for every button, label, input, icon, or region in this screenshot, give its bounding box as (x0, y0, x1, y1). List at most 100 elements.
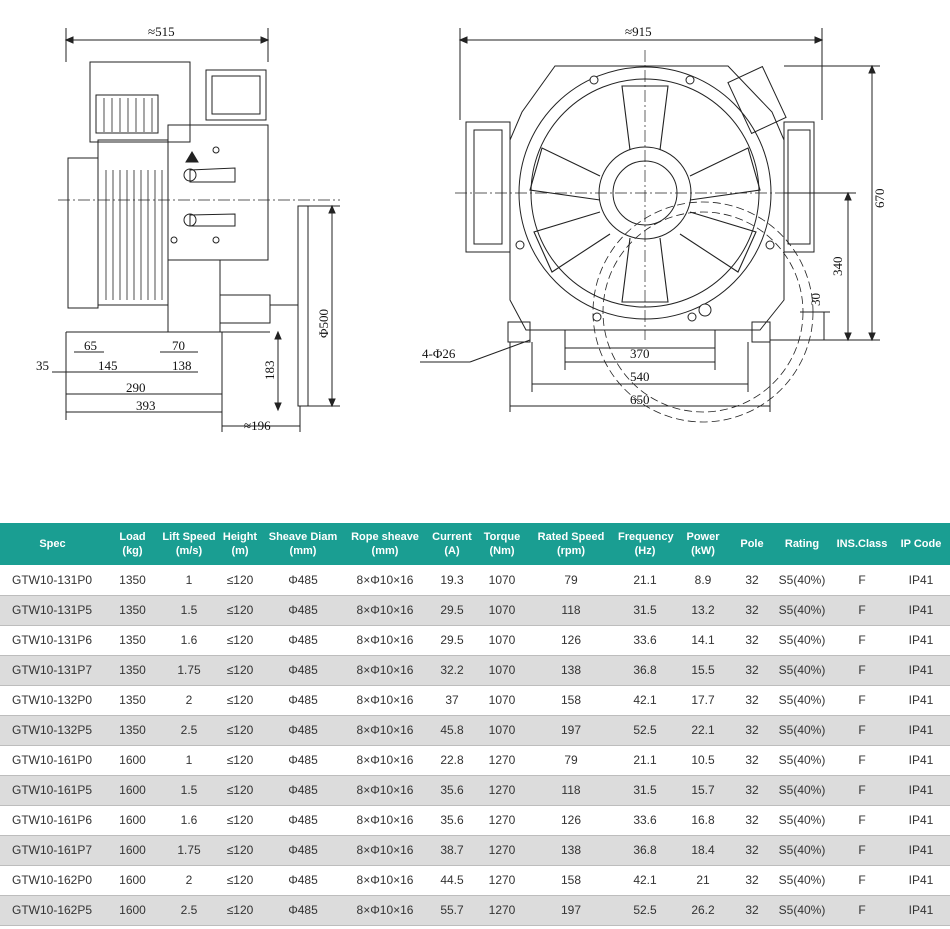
column-header-label: Power (686, 531, 720, 543)
table-cell: 8×Φ10×16 (356, 723, 414, 737)
table-cell: 8×Φ10×16 (356, 633, 414, 647)
table-cell: 1270 (488, 903, 516, 917)
dim-35: 35 (36, 358, 49, 373)
table-cell: GTW10-161P0 (12, 753, 93, 767)
column-header: Rated Speed(rpm) (526, 523, 616, 565)
table-cell: 1070 (488, 603, 516, 617)
dim-145: 145 (98, 358, 118, 373)
table-cell: F (858, 873, 866, 887)
dim-138: 138 (172, 358, 192, 373)
table-cell: 1350 (119, 723, 146, 737)
table-cell: 32 (745, 753, 759, 767)
column-header: Torque(Nm) (478, 523, 526, 565)
table-cell: 32 (745, 903, 759, 917)
table-cell: ≤120 (226, 843, 254, 857)
table-cell: ≤120 (226, 572, 254, 587)
table-cell: 197 (560, 903, 582, 917)
table-cell: ≤120 (226, 903, 254, 917)
table-cell: 55.7 (440, 903, 464, 917)
table-cell: 15.5 (691, 663, 715, 677)
table-cell: 52.5 (633, 903, 657, 917)
table-cell: 8×Φ10×16 (356, 663, 414, 677)
table-cell: GTW10-131P7 (12, 663, 93, 677)
column-header-label: Rope sheave (351, 531, 419, 543)
dim-540: 540 (630, 369, 650, 384)
table-cell: S5(40%) (778, 903, 826, 917)
table-cell: IP41 (908, 663, 934, 677)
table-cell: 1270 (488, 753, 516, 767)
table-cell: S5(40%) (778, 603, 826, 617)
table-cell: 21.1 (633, 572, 657, 587)
table-cell: 32 (745, 783, 759, 797)
table-cell: 8×Φ10×16 (356, 753, 414, 767)
column-header-label: INS.Class (836, 538, 888, 550)
table-cell: 32 (745, 723, 759, 737)
table-cell: 22.1 (691, 723, 715, 737)
table-cell: F (858, 572, 866, 587)
table-cell: F (858, 813, 866, 827)
table-cell: 1070 (488, 572, 516, 587)
table-cell: 158 (560, 693, 582, 707)
table-cell: 29.5 (440, 633, 464, 647)
table-cell: 13.2 (691, 603, 715, 617)
table-cell: 35.6 (440, 813, 464, 827)
table-cell: 1270 (488, 783, 516, 797)
table-cell: 126 (560, 633, 582, 647)
table-cell: S5(40%) (778, 663, 826, 677)
table-cell: GTW10-131P6 (12, 633, 93, 647)
table-cell: 42.1 (633, 873, 657, 887)
table-cell: IP41 (908, 813, 934, 827)
table-cell: 10.5 (691, 753, 715, 767)
table-cell: 35.6 (440, 783, 464, 797)
column-header-label: Lift Speed (162, 531, 216, 543)
table-cell: 79 (564, 572, 578, 587)
table-cell: 138 (560, 843, 582, 857)
table-cell: 21.1 (633, 753, 657, 767)
table-cell: 1.5 (180, 603, 198, 617)
table-cell: 33.6 (633, 633, 657, 647)
table-cell: 32 (745, 843, 759, 857)
table-cell: Φ485 (288, 903, 318, 917)
column-header-label: IP Code (900, 538, 942, 550)
table-cell: GTW10-132P0 (12, 693, 93, 707)
dim-393: 393 (136, 398, 156, 413)
table-cell: 32 (745, 572, 759, 587)
table-cell: IP41 (908, 753, 934, 767)
table-cell: 32 (745, 813, 759, 827)
table-cell: 14.1 (691, 633, 715, 647)
side-view (52, 28, 340, 432)
table-cell: Φ485 (288, 603, 318, 617)
column-header-unit: (mm) (289, 545, 317, 557)
dim-650: 650 (630, 392, 650, 407)
table-cell: 52.5 (633, 723, 657, 737)
table-cell: 8×Φ10×16 (356, 603, 414, 617)
table-cell: GTW10-131P5 (12, 603, 93, 617)
table-cell: IP41 (908, 603, 934, 617)
table-cell: IP41 (908, 903, 934, 917)
column-header-label: Rating (784, 538, 820, 550)
column-header-unit: (kg) (122, 545, 143, 557)
technical-drawing: ≈515 ≈915 670 340 30 Φ500 35 65 145 70 1… (36, 24, 887, 433)
column-header-label: Spec (39, 538, 66, 550)
table-cell: 1070 (488, 633, 516, 647)
table-cell: GTW10-161P6 (12, 813, 93, 827)
column-header: Load(kg) (105, 523, 160, 565)
column-header: Power(kW) (674, 523, 732, 565)
table-cell: 79 (564, 753, 578, 767)
table-cell: 1270 (488, 843, 516, 857)
table-cell: GTW10-132P5 (12, 723, 93, 737)
table-cell: 31.5 (633, 783, 657, 797)
table-cell: GTW10-161P5 (12, 783, 93, 797)
table-cell: 17.7 (691, 693, 715, 707)
table-cell: F (858, 633, 866, 647)
table-cell: ≤120 (226, 633, 254, 647)
table-cell: Φ485 (288, 633, 318, 647)
column-header-unit: (Nm) (489, 545, 515, 557)
